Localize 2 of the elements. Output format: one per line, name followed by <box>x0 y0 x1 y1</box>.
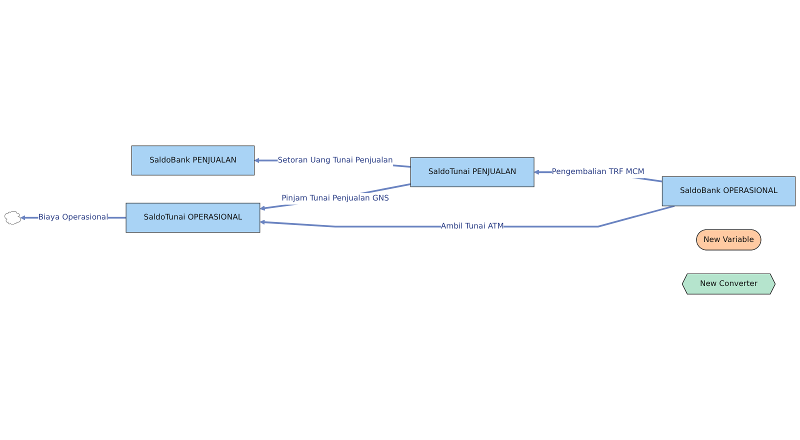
node-cloud <box>4 211 21 225</box>
arrow <box>260 183 411 211</box>
